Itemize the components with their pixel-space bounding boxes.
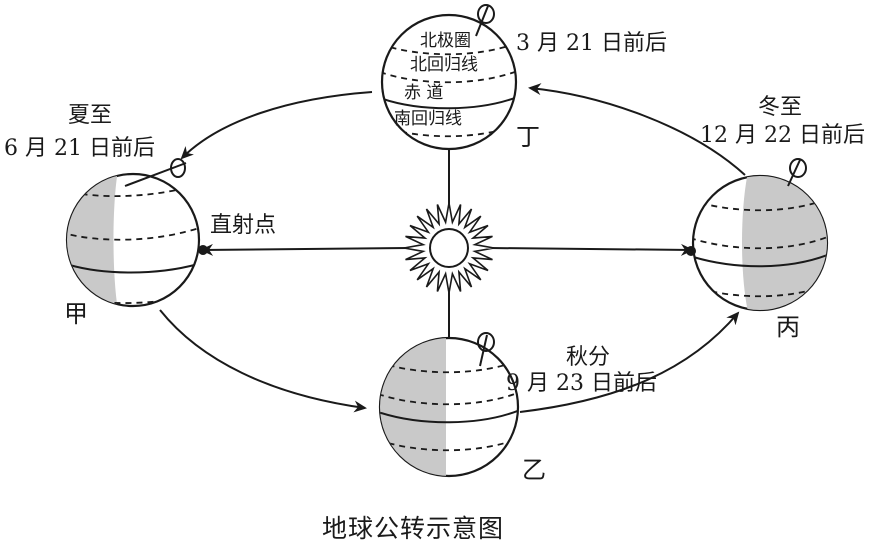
globe-yi: [378, 332, 520, 478]
label-yi-term: 秋分: [566, 345, 610, 370]
label-bing-date: 12 月 22 日前后: [700, 123, 865, 148]
orbit-path: [159, 83, 746, 413]
tropic-cancer-label: 北回归线: [410, 55, 478, 75]
globe-bing: [686, 158, 829, 312]
label-yi-date: 9 月 23 日前后: [506, 371, 657, 396]
globe-ding: 北极圈 北回归线 赤 道 南回归线: [380, 4, 518, 151]
label-jia-term: 夏至: [68, 103, 112, 128]
sun-rays: [200, 126, 694, 342]
orbit-arrow-ding-to-jia: [180, 91, 373, 160]
label-yi-name: 乙: [522, 456, 546, 484]
label-jia-name: 甲: [64, 300, 88, 328]
label-bing-term: 冬至: [758, 95, 802, 120]
orbit-arrow-jia-to-yi: [159, 309, 367, 413]
label-bing-name: 丙: [776, 313, 800, 341]
label-ding-name: 丁: [516, 123, 540, 151]
arctic-circle-label: 北极圈: [420, 31, 471, 51]
label-direct-point: 直射点: [210, 213, 276, 238]
label-jia-date: 6 月 21 日前后: [4, 136, 155, 161]
equator-label: 赤 道: [404, 83, 443, 103]
orbit-arrow-yi-to-bing: [519, 311, 740, 413]
direct-point-bing: [686, 246, 696, 256]
diagram-caption: 地球公转示意图: [322, 514, 504, 543]
orbit-arrow-bing-to-ding: [528, 83, 746, 176]
label-ding-date: 3 月 21 日前后: [516, 31, 667, 56]
direct-point-jia: [198, 245, 208, 255]
globe-jia: [65, 158, 208, 308]
sun-icon: [403, 202, 495, 294]
tropic-capricorn-label: 南回归线: [394, 109, 462, 129]
